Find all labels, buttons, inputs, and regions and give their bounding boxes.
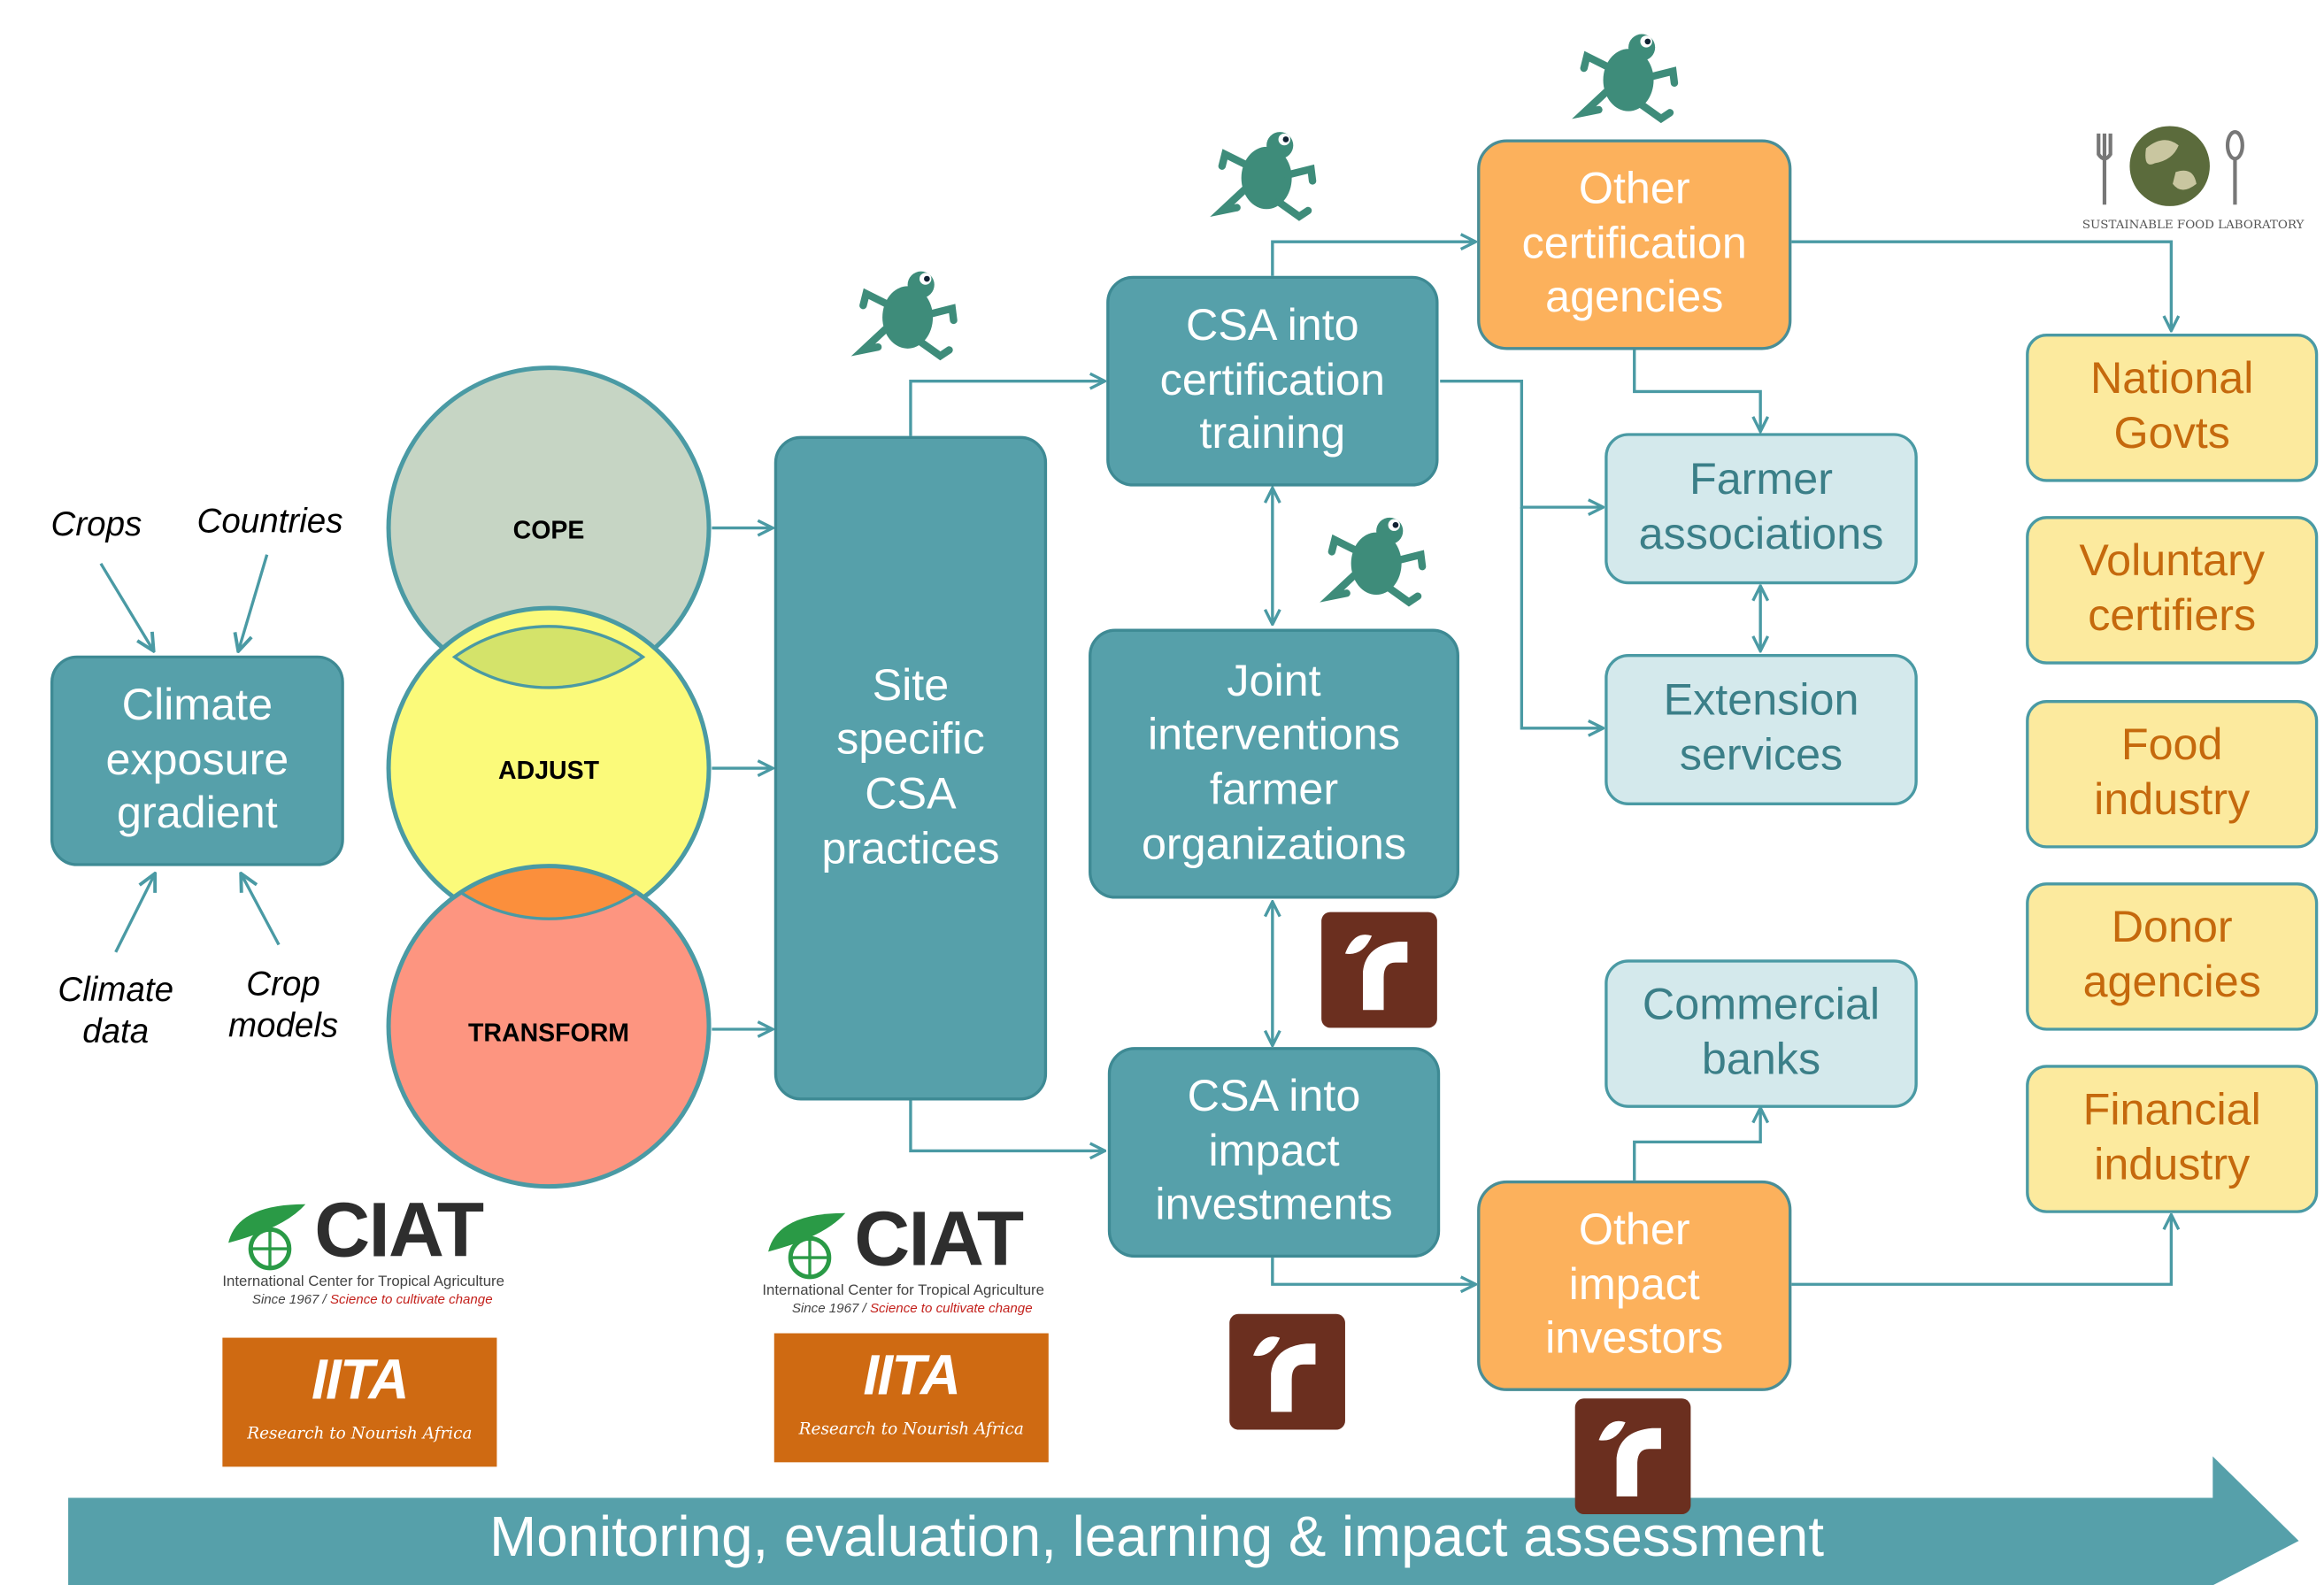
national-govts-label: National Govts [2089,355,2254,458]
arrow-investors-to-banks [1633,1109,1760,1181]
voluntary-certifiers-label: Voluntary certifiers [2079,537,2266,641]
ciat-subtitle: International Center for Tropical Agricu… [222,1273,504,1290]
arrow-climate-data [114,875,155,953]
arrow-cert-to-other-cert [1271,242,1474,276]
farmer-associations-box: Farmer associations [1604,433,1918,585]
other-impact-box: Other impact investors [1477,1180,1792,1391]
arrow-impact-to-investors [1271,1258,1474,1284]
globe-fork-spoon-icon [2097,126,2244,206]
climate-exposure-gradient-label: Climate exposure gradient [105,681,289,839]
adjust-transform-overlap [458,865,639,920]
other-certification-box: Other certification agencies [1477,139,1792,350]
arrow-site-to-impact [909,1100,1104,1150]
ciat-subtitle: International Center for Tropical Agricu… [762,1282,1044,1300]
monitoring-banner-arrow [68,1456,2299,1585]
monitoring-banner-label: Monitoring, evaluation, learning & impac… [489,1506,1825,1569]
frog-icon [850,271,958,361]
extension-services-label: Extension services [1663,676,1859,781]
arrow-to-national-govts [1791,240,2171,329]
frog-icon [1210,132,1317,221]
csa-certification-label: CSA into certification training [1159,301,1385,459]
iita-wordmark: IITA [863,1344,961,1408]
arrow-other-cert-to-farmer [1633,350,1760,429]
iita-tagline: Research to Nourish Africa [798,1419,1024,1439]
ciat-leaf-icon [768,1212,846,1280]
sprout-logo-icon [1321,912,1437,1028]
sustainable-food-lab-label: SUSTAINABLE FOOD LABORATORY [2082,218,2305,232]
arrow-to-farmer-assoc [1440,380,1602,507]
arrow-to-financial-industry [1791,1216,2171,1286]
crops-label: Crops [50,504,142,543]
csa-impact-box: CSA into impact investments [1107,1047,1441,1258]
arrow-site-to-certification [909,381,1104,436]
adjust-label: ADJUST [498,756,600,785]
arrow-countries [239,554,269,650]
site-specific-csa-box: Site specific CSA practices [773,435,1048,1101]
input-arrows [99,554,281,953]
financial-industry-label: Financial industry [2082,1086,2261,1189]
arrow-crops [99,562,153,650]
sprout-logo-icon [1229,1313,1345,1430]
joint-interventions-box: Joint interventions farmer organizations [1089,628,1459,899]
ciat-tagline: Since 1967 / Science to cultivate change [791,1300,1033,1316]
climate-data-label: Climate data [58,969,174,1050]
frog-icon [1320,517,1427,607]
donor-agencies-label: Donor agencies [2082,904,2261,1007]
ciat-wordmark: CIAT [854,1196,1024,1283]
iita-wordmark: IITA [311,1349,410,1412]
ciat-logo: CIAT International Center for Tropical A… [222,1188,504,1312]
ciat-wordmark: CIAT [314,1188,484,1274]
national-govts-box: National Govts [2026,334,2319,482]
other-impact-label: Other impact investors [1545,1205,1724,1364]
csa-certification-box: CSA into certification training [1106,275,1439,487]
crop-models-label: Crop models [227,964,339,1044]
iita-tagline: Research to Nourish Africa [247,1423,473,1443]
flow-arrows [712,242,2171,1284]
voluntary-certifiers-box: Voluntary certifiers [2026,516,2319,665]
food-industry-box: Food industry [2026,699,2319,849]
strategy-circles [386,365,712,1189]
climate-exposure-gradient-box: Climate exposure gradient [50,655,344,866]
sprout-logo-icon [1574,1398,1691,1514]
farmer-associations-label: Farmer associations [1638,456,1884,559]
ciat-logo: CIAT International Center for Tropical A… [762,1196,1044,1320]
cope-adjust-overlap [451,625,646,689]
commercial-banks-label: Commercial banks [1642,981,1881,1085]
ciat-tagline: Since 1967 / Science to cultivate change [251,1291,493,1307]
extension-services-box: Extension services [1604,654,1918,805]
iita-logo: IITA Research to Nourish Africa [222,1337,497,1467]
cope-label: COPE [512,516,585,545]
donor-agencies-box: Donor agencies [2026,882,2319,1031]
ciat-leaf-icon [228,1204,306,1271]
commercial-banks-box: Commercial banks [1604,959,1918,1108]
arrow-crop-models [242,875,281,946]
arrow-to-extension [1520,507,1601,728]
site-specific-csa-label: Site specific CSA practices [821,661,1000,873]
food-industry-label: Food industry [2094,721,2251,825]
frog-icon [1572,34,1679,124]
iita-logo: IITA Research to Nourish Africa [773,1333,1049,1463]
csa-impact-label: CSA into impact investments [1155,1072,1393,1230]
financial-industry-box: Financial industry [2026,1065,2319,1213]
other-certification-label: Other certification agencies [1521,165,1747,323]
transform-label: TRANSFORM [468,1019,630,1048]
joint-interventions-label: Joint interventions farmer organizations [1141,657,1407,869]
countries-label: Countries [196,501,343,540]
